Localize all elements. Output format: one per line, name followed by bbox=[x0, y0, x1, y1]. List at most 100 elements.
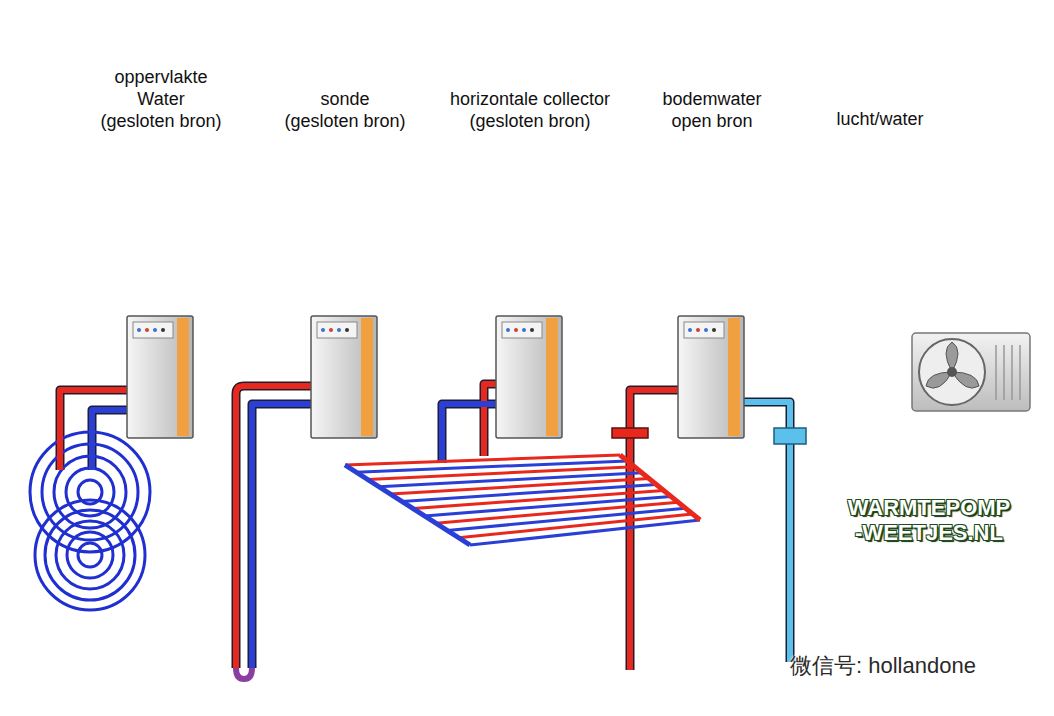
logo-oval bbox=[823, 479, 1033, 561]
horizontal-collector bbox=[345, 455, 620, 465]
horizontal-collector bbox=[425, 496, 671, 516]
outdoor-unit bbox=[912, 333, 1030, 411]
coil bbox=[30, 432, 150, 552]
soil-spot bbox=[254, 494, 290, 506]
pipe bbox=[630, 390, 678, 670]
tree bbox=[63, 137, 147, 213]
horizontal-collector bbox=[391, 479, 650, 495]
roof bbox=[263, 160, 427, 242]
pipe bbox=[60, 384, 790, 679]
leaf bbox=[848, 460, 924, 486]
soil-line bbox=[250, 515, 822, 545]
pipe bbox=[236, 386, 311, 668]
roof bbox=[630, 160, 794, 242]
text-line: WARMTEPOMP bbox=[848, 495, 1011, 520]
logo-text: WARMTEPOMP -WEETJES.NL bbox=[848, 495, 1011, 545]
house-node: oppervlakte Water (gesloten bron) bbox=[61, 66, 261, 442]
children bbox=[435, 288, 459, 332]
children bbox=[413, 270, 429, 286]
ground bbox=[15, 340, 1039, 701]
outdoor-unit bbox=[952, 372, 979, 388]
roof bbox=[79, 160, 243, 242]
roof bbox=[798, 160, 962, 242]
text-line: open bron bbox=[612, 110, 812, 132]
text-line: -WEETJES.NL bbox=[848, 520, 1011, 545]
pipe-outline bbox=[252, 404, 311, 668]
pipe bbox=[442, 404, 496, 463]
roof bbox=[448, 160, 612, 242]
text-line: (gesloten bron) bbox=[245, 110, 445, 132]
text-line: (gesloten bron) bbox=[61, 110, 261, 132]
house-wall bbox=[100, 160, 222, 442]
outdoor-unit bbox=[926, 372, 952, 388]
soil-spot bbox=[858, 634, 902, 646]
horizontal-collector bbox=[447, 508, 685, 530]
well-cap bbox=[774, 428, 806, 444]
ladybug bbox=[875, 459, 885, 469]
house-node: horizontale collector (gesloten bron) bbox=[430, 88, 630, 442]
tree bbox=[50, 240, 112, 360]
sky bbox=[15, 15, 1039, 701]
cloud bbox=[356, 30, 428, 62]
outdoor-unit bbox=[996, 345, 1020, 400]
pipe bbox=[744, 402, 790, 662]
logo-oval bbox=[826, 482, 1030, 558]
coil bbox=[66, 468, 114, 516]
outdoor-unit bbox=[919, 339, 985, 405]
house-node: bodemwater open bron bbox=[612, 88, 812, 442]
cloud bbox=[302, 25, 382, 61]
pipe bbox=[252, 404, 311, 668]
horizontal-collector bbox=[379, 473, 642, 487]
scene bbox=[15, 15, 1039, 701]
well-flange bbox=[612, 428, 648, 438]
outdoor-unit bbox=[946, 342, 958, 372]
outdoor-unit bbox=[947, 367, 957, 377]
house bbox=[780, 108, 980, 442]
small-tree bbox=[225, 240, 277, 296]
pipe bbox=[92, 410, 127, 470]
tree bbox=[15, 140, 108, 220]
outdoor-unit bbox=[1011, 345, 1013, 400]
roof bbox=[798, 160, 962, 242]
horizontal-collector bbox=[620, 455, 700, 520]
moon bbox=[30, 24, 84, 84]
pipe-outline bbox=[484, 384, 496, 456]
horizontal-collector bbox=[470, 520, 700, 545]
horizontal-collector bbox=[345, 455, 700, 545]
small-tree bbox=[263, 278, 267, 296]
house-node: sonde (gesloten bron) bbox=[245, 88, 445, 442]
tree bbox=[910, 147, 990, 223]
soil-spot bbox=[412, 657, 444, 667]
house-wall bbox=[284, 160, 406, 442]
pipe bbox=[484, 384, 496, 456]
tree bbox=[915, 189, 1035, 241]
wechat-icon bbox=[757, 655, 789, 681]
logo-badge: WARMTEPOMP -WEETJES.NL bbox=[818, 448, 1040, 564]
cloud bbox=[266, 42, 338, 68]
outdoor-unit bbox=[1019, 345, 1021, 400]
text-line: sonde bbox=[245, 88, 445, 110]
pipe-outline bbox=[442, 404, 496, 463]
coil bbox=[78, 480, 102, 504]
pipe bbox=[60, 390, 127, 470]
pipe bbox=[236, 668, 252, 679]
cloud bbox=[290, 49, 410, 67]
soil-spot bbox=[480, 650, 560, 670]
tree bbox=[20, 185, 140, 245]
horizontal-collector bbox=[368, 467, 635, 480]
horizontal-collector bbox=[402, 485, 657, 502]
roof bbox=[448, 160, 612, 242]
cloud bbox=[961, 40, 1029, 80]
roof bbox=[263, 160, 427, 242]
house-wall bbox=[819, 160, 941, 442]
coil bbox=[42, 444, 138, 540]
pipe-outline bbox=[744, 402, 790, 662]
house bbox=[430, 88, 630, 442]
house-node: lucht/water bbox=[780, 108, 980, 442]
leaf bbox=[843, 457, 928, 490]
heat-pump-unit bbox=[127, 316, 193, 438]
coil bbox=[78, 543, 102, 567]
coil bbox=[56, 521, 124, 589]
cloud bbox=[388, 46, 436, 66]
children bbox=[409, 270, 459, 332]
